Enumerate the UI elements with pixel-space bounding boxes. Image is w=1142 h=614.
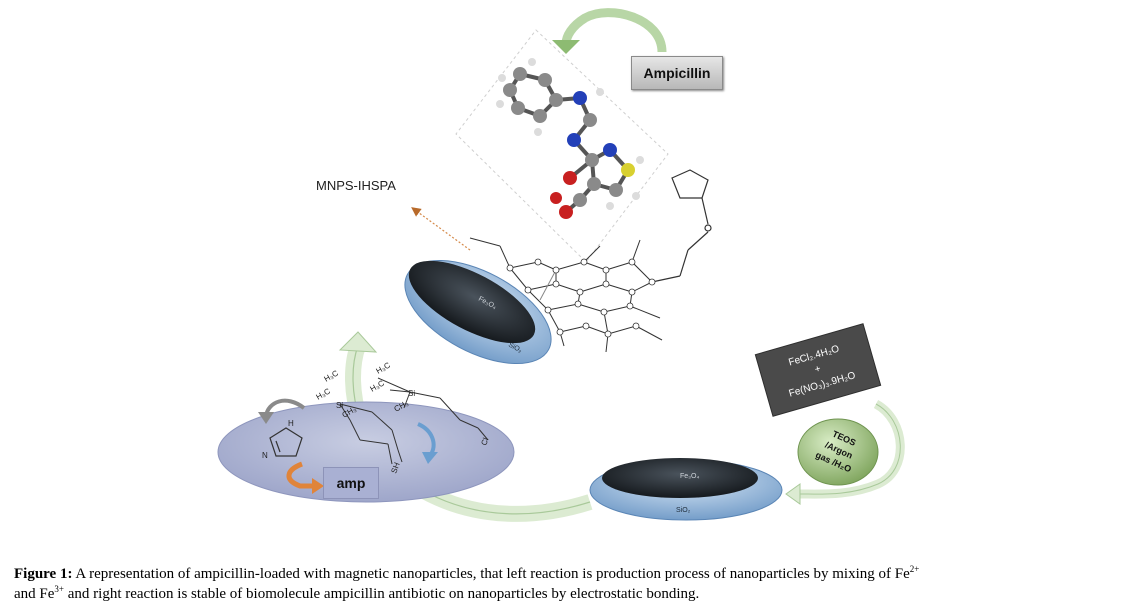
caption-sup-b: 3+ xyxy=(54,584,64,594)
upper-nanoparticle: Fe₃O₄ SiO₂ xyxy=(404,259,552,365)
svg-text:H₃C: H₃C xyxy=(315,386,333,401)
orange-curved-arrow xyxy=(286,461,324,494)
imidazole-nh: H xyxy=(288,419,294,428)
molecule-atoms xyxy=(496,58,644,219)
lower-shell-label: SiO₂ xyxy=(676,507,691,514)
figure-caption: Figure 1: A representation of ampicillin… xyxy=(14,564,1134,604)
product-label: MNPS-IHSPA xyxy=(316,178,396,193)
ampicillin-label: Ampicillin xyxy=(631,56,723,90)
silane-disc xyxy=(217,401,515,503)
imidazole-ring-top xyxy=(651,169,712,283)
svg-text:SH: SH xyxy=(389,461,401,475)
svg-text:Si: Si xyxy=(336,401,343,410)
molecule-frame xyxy=(455,29,669,263)
silane-structures xyxy=(339,377,489,465)
svg-text:H₃C: H₃C xyxy=(323,368,341,383)
figure-diagram: MNPS-IHSPA xyxy=(217,8,905,522)
svg-text:H₃C: H₃C xyxy=(375,360,393,375)
caption-text-b: and Fe xyxy=(14,586,55,602)
silica-network xyxy=(469,237,663,353)
lower-nanoparticle: Fe₃O₄ SiO₂ xyxy=(589,458,783,521)
blue-curved-arrow xyxy=(417,422,438,464)
svg-text:Cl: Cl xyxy=(479,436,490,446)
caption-text-c: and right reaction is stable of biomolec… xyxy=(64,586,700,602)
condition-ellipse: TEOS /Argon gas /H₂O xyxy=(797,418,879,486)
amp-label: amp xyxy=(323,467,379,499)
imidazole-ring-left xyxy=(269,427,303,457)
silica-nodes xyxy=(506,258,656,338)
caption-sup-a: 2+ xyxy=(909,564,920,574)
imidazole-n: N xyxy=(262,451,268,460)
top-curved-arrow xyxy=(552,8,667,54)
reagent-line2: + xyxy=(814,363,823,375)
right-curved-arrow xyxy=(785,400,905,505)
caption-label: Figure 1: xyxy=(14,566,73,582)
svg-text:Si: Si xyxy=(408,389,415,398)
lower-core-label: Fe₃O₄ xyxy=(680,473,699,480)
grey-curved-arrow xyxy=(258,398,306,424)
caption-text-a: A representation of ampicillin-loaded wi… xyxy=(72,566,910,582)
reagent-box: FeCl₂.4H₂O + Fe(NO₃)₃.9H₂O xyxy=(754,323,882,417)
product-arrow xyxy=(411,207,471,251)
